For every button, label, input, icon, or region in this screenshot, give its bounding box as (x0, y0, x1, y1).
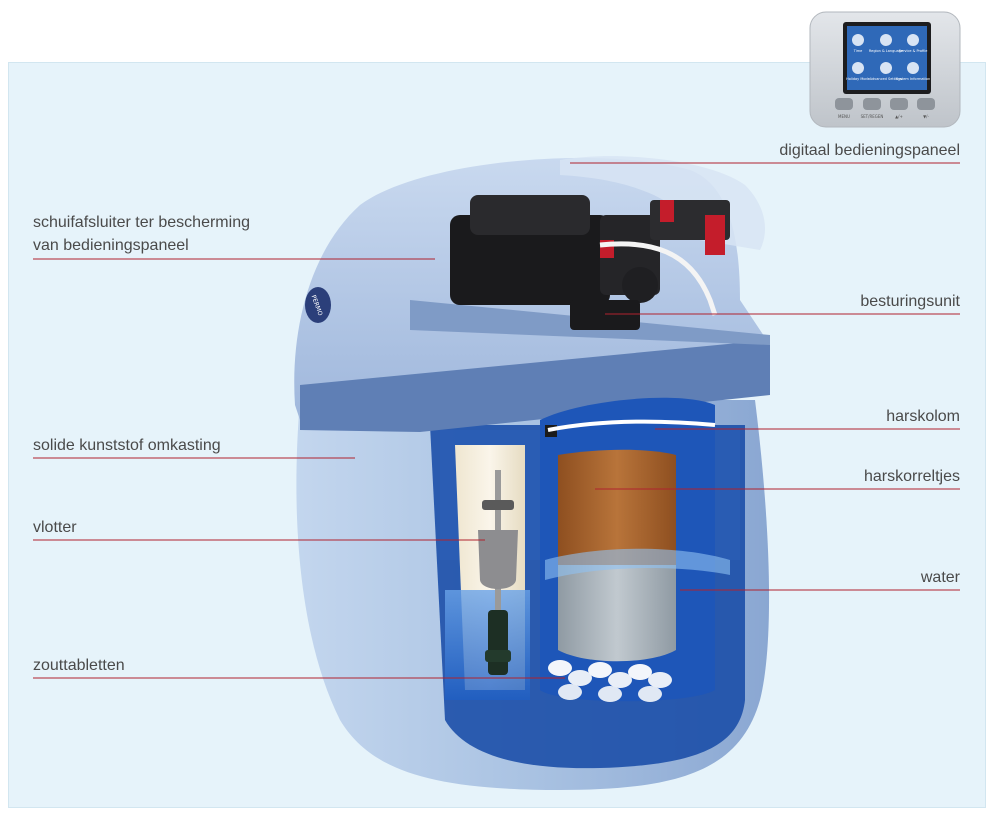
screen-item-label: Advanced Settings (870, 77, 903, 81)
device-button-label: MENU (838, 114, 850, 119)
screen-item-label: Region & Language (869, 49, 903, 53)
label-schuifafsluiter-line1: schuifafsluiter ter bescherming (33, 214, 250, 231)
leader-lines (33, 162, 960, 679)
service-icon (907, 34, 919, 46)
label-water: water (920, 569, 960, 586)
float-compartment (445, 445, 530, 700)
label-omkasting: solide kunststof omkasting (33, 437, 221, 454)
screen-item-label: Time (853, 49, 863, 53)
holiday-icon (852, 62, 864, 74)
screen-menu-labels: Time Region & Language Service & Profile… (846, 49, 930, 81)
label-zouttabletten: zouttabletten (33, 657, 125, 674)
time-icon (852, 34, 864, 46)
screen-item-label: System Information (896, 77, 930, 81)
control-valve (450, 195, 730, 330)
device-button-label: SET/REGEN (861, 114, 884, 119)
label-digitaal-bedieningspaneel: digitaal bedieningspaneel (779, 142, 960, 159)
device-button-label: ▲/+ (895, 114, 903, 119)
device-buttons (835, 98, 935, 110)
info-icon (907, 62, 919, 74)
label-besturingsunit: besturingsunit (860, 293, 960, 310)
screen-icons (852, 34, 919, 74)
menu-button (835, 98, 853, 110)
device-button-label: ▼/- (923, 114, 929, 119)
up-button (890, 98, 908, 110)
device-button-labels: MENU SET/REGEN ▲/+ ▼/- (838, 114, 929, 119)
label-harskolom: harskolom (886, 408, 960, 425)
salt-tablets (548, 660, 672, 702)
screen-item-label: Service & Profile (899, 49, 928, 53)
brand-badge: PERMO (305, 287, 331, 323)
language-icon (880, 34, 892, 46)
screen-item-label: Holiday Mode (846, 77, 870, 81)
label-vlotter: vlotter (33, 519, 77, 536)
advanced-icon (880, 62, 892, 74)
set-regen-button (863, 98, 881, 110)
label-schuifafsluiter-line2: van bedieningspaneel (33, 237, 189, 254)
label-harskorreltjes: harskorreltjes (863, 468, 960, 485)
down-button (917, 98, 935, 110)
resin-column (540, 397, 730, 702)
